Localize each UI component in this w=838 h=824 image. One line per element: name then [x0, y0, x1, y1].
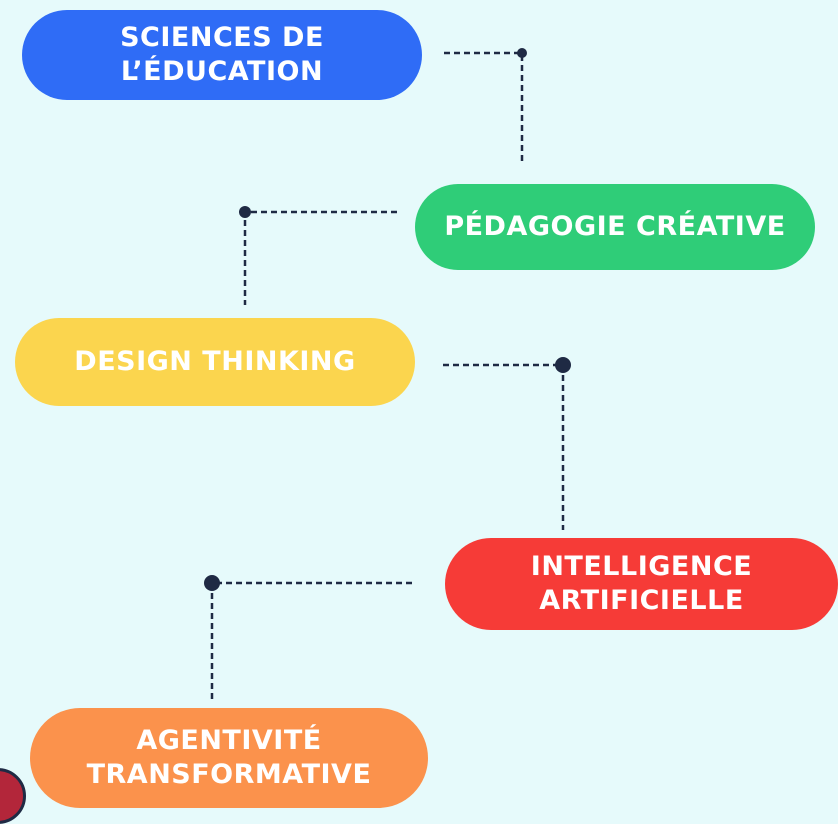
- node-label: PÉDAGOGIE CRÉATIVE: [444, 211, 786, 242]
- node-agentivite-transformative: AGENTIVITÉ TRANSFORMATIVE: [30, 708, 428, 808]
- node-sciences-education: SCIENCES DE L’ÉDUCATION: [22, 10, 422, 100]
- node-label: DESIGN THINKING: [74, 346, 356, 377]
- connector-dot-4: [204, 575, 220, 591]
- node-label: SCIENCES DE L’ÉDUCATION: [120, 22, 324, 87]
- connector-2: [243, 210, 397, 305]
- node-design-thinking: DESIGN THINKING: [15, 318, 415, 406]
- node-label: INTELLIGENCE ARTIFICIELLE: [530, 551, 753, 616]
- connector-dot-1: [517, 48, 527, 58]
- node-label: AGENTIVITÉ TRANSFORMATIVE: [86, 725, 372, 790]
- connector-dot-2: [239, 206, 251, 218]
- connector-3: [443, 363, 565, 530]
- connector-dot-3: [555, 357, 571, 373]
- connector-1: [444, 51, 524, 165]
- connector-4: [210, 581, 412, 700]
- node-pedagogie-creative: PÉDAGOGIE CRÉATIVE: [415, 184, 815, 270]
- node-intelligence-artificielle: INTELLIGENCE ARTIFICIELLE: [445, 538, 838, 630]
- connector-lines: [204, 48, 571, 700]
